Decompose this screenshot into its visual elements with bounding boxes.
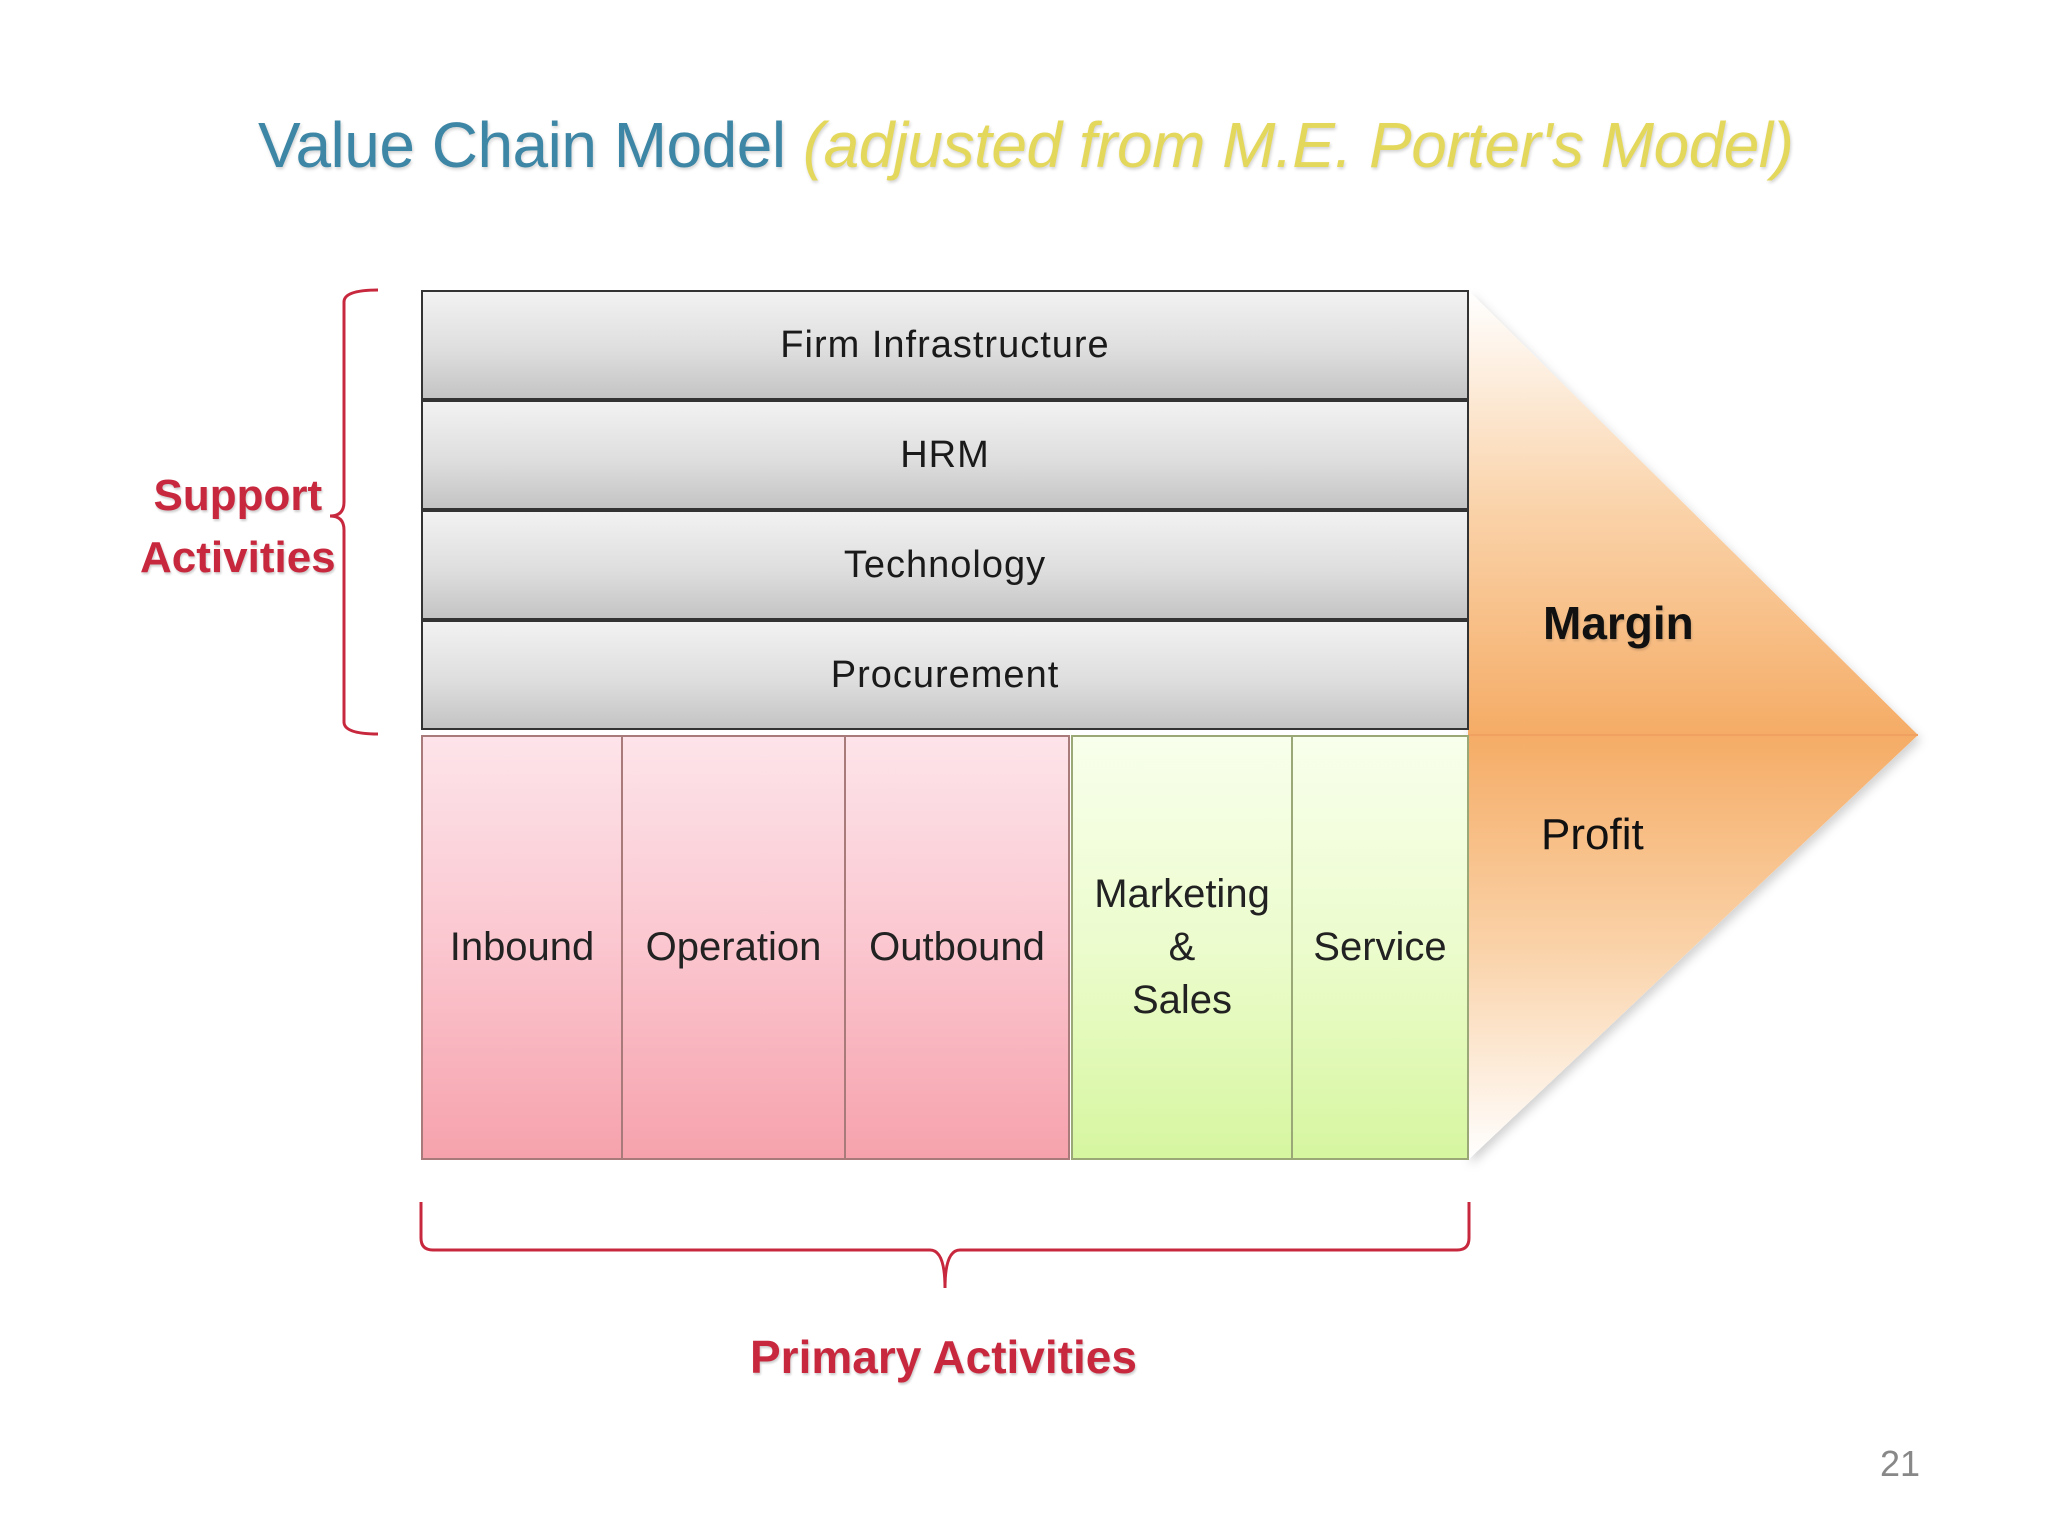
margin-label: Margin — [1543, 597, 1694, 649]
primary-activities-label: Primary Activities — [750, 1331, 1137, 1383]
support-row-technology: Technology — [421, 510, 1469, 620]
primary-cell-label: Outbound — [869, 925, 1045, 969]
primary-cell-label: Operation — [645, 925, 822, 969]
primary-cell-label: Marketing & Sales — [1094, 872, 1270, 1022]
margin-arrow — [1468, 290, 1918, 1160]
primary-cell-operation: Operation — [621, 735, 846, 1160]
title-subtitle: (adjusted from M.E. Porter's Model) — [802, 109, 1794, 181]
support-row-hrm: HRM — [421, 400, 1469, 510]
primary-brace — [419, 1202, 1471, 1289]
title-main: Value Chain Model — [258, 109, 786, 181]
profit-label: Profit — [1541, 810, 1644, 859]
primary-cell-outbound: Outbound — [844, 735, 1070, 1160]
support-row-firm-infrastructure: Firm Infrastructure — [421, 290, 1469, 400]
page-number: 21 — [1880, 1443, 1921, 1484]
slide-title: Value Chain Model (adjusted from M.E. Po… — [258, 108, 1858, 182]
primary-cell-service: Service — [1291, 735, 1469, 1160]
support-brace — [329, 288, 379, 736]
profit-arrow-lower — [1468, 735, 1918, 1160]
primary-cell-label: Inbound — [449, 925, 595, 969]
support-label-line1: Support — [153, 471, 323, 520]
primary-cell-marketing-sales: Marketing & Sales — [1071, 735, 1293, 1160]
support-row-procurement: Procurement — [421, 620, 1469, 730]
support-activities-label: Support Activities — [140, 465, 336, 589]
margin-arrow-upper — [1468, 290, 1918, 735]
support-label-line2: Activities — [140, 533, 336, 582]
primary-cell-label: Service — [1313, 925, 1447, 969]
primary-cell-inbound: Inbound — [421, 735, 623, 1160]
